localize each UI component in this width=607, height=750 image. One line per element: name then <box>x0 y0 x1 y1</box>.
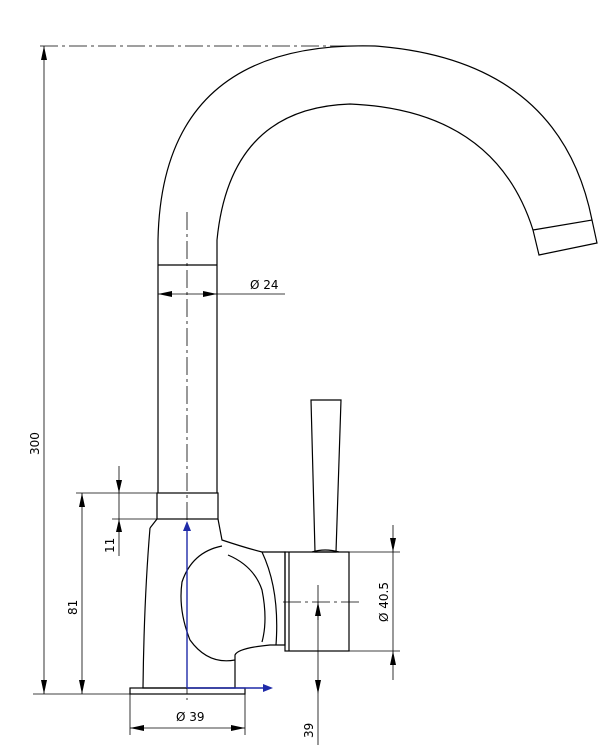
spout <box>157 45 598 493</box>
body-outline <box>142 518 286 689</box>
handle-cartridge <box>284 551 350 652</box>
handle-lever <box>310 399 342 553</box>
base-plate <box>129 687 246 695</box>
dim-base-diameter: Ø 39 <box>129 694 246 735</box>
body-height-label: 81 <box>66 600 80 615</box>
arrow-11-top <box>116 480 122 493</box>
y-axis-arrow <box>183 521 191 531</box>
dim-handle-axis-height: 39 <box>302 602 321 745</box>
collar-ring <box>156 492 219 520</box>
dim-handle-diameter: Ø 40.5 <box>349 525 400 680</box>
spout-nozzle <box>532 219 598 256</box>
handle <box>284 399 350 652</box>
arrow-11-bottom <box>116 519 122 532</box>
arrow-24-left <box>158 291 172 297</box>
arrow-24-right <box>203 291 217 297</box>
spout-inner-edge <box>216 103 534 493</box>
spout-diameter-label: Ø 24 <box>250 278 279 292</box>
arrow-bottom <box>41 680 47 694</box>
collar <box>156 492 219 520</box>
handle-diameter-label: Ø 40.5 <box>377 582 391 622</box>
faucet-body <box>142 518 286 689</box>
x-axis-arrow <box>263 684 273 692</box>
arrow-top <box>41 46 47 60</box>
arrow-axis-bottom <box>315 680 321 694</box>
base-diameter-label: Ø 39 <box>176 710 205 724</box>
origin-axes <box>183 521 273 692</box>
total-height-label: 300 <box>28 432 42 455</box>
handle-axis-height-label: 39 <box>302 723 316 738</box>
dim-collar-height: 11 <box>103 466 157 556</box>
body-left-edge <box>149 518 158 529</box>
collar-height-label: 11 <box>103 538 117 553</box>
dim-total-height: 300 <box>28 45 375 695</box>
body-inner-curve <box>180 545 236 662</box>
spout-outer-edge <box>157 45 593 493</box>
handle-lever-base <box>311 549 340 553</box>
arrow-81-top <box>79 493 85 507</box>
arrow-40-bottom <box>390 651 396 665</box>
body-neck-curve <box>227 554 266 643</box>
arrow-axis-top <box>315 602 321 616</box>
dim-spout-diameter: Ø 24 <box>158 278 285 297</box>
dim-body-height: 81 <box>66 492 157 694</box>
body-neck-curve-2 <box>261 551 278 646</box>
arrow-39-right <box>231 725 245 731</box>
arrow-81-bottom <box>79 680 85 694</box>
arrow-39-left <box>130 725 144 731</box>
arrow-40-top <box>390 538 396 552</box>
